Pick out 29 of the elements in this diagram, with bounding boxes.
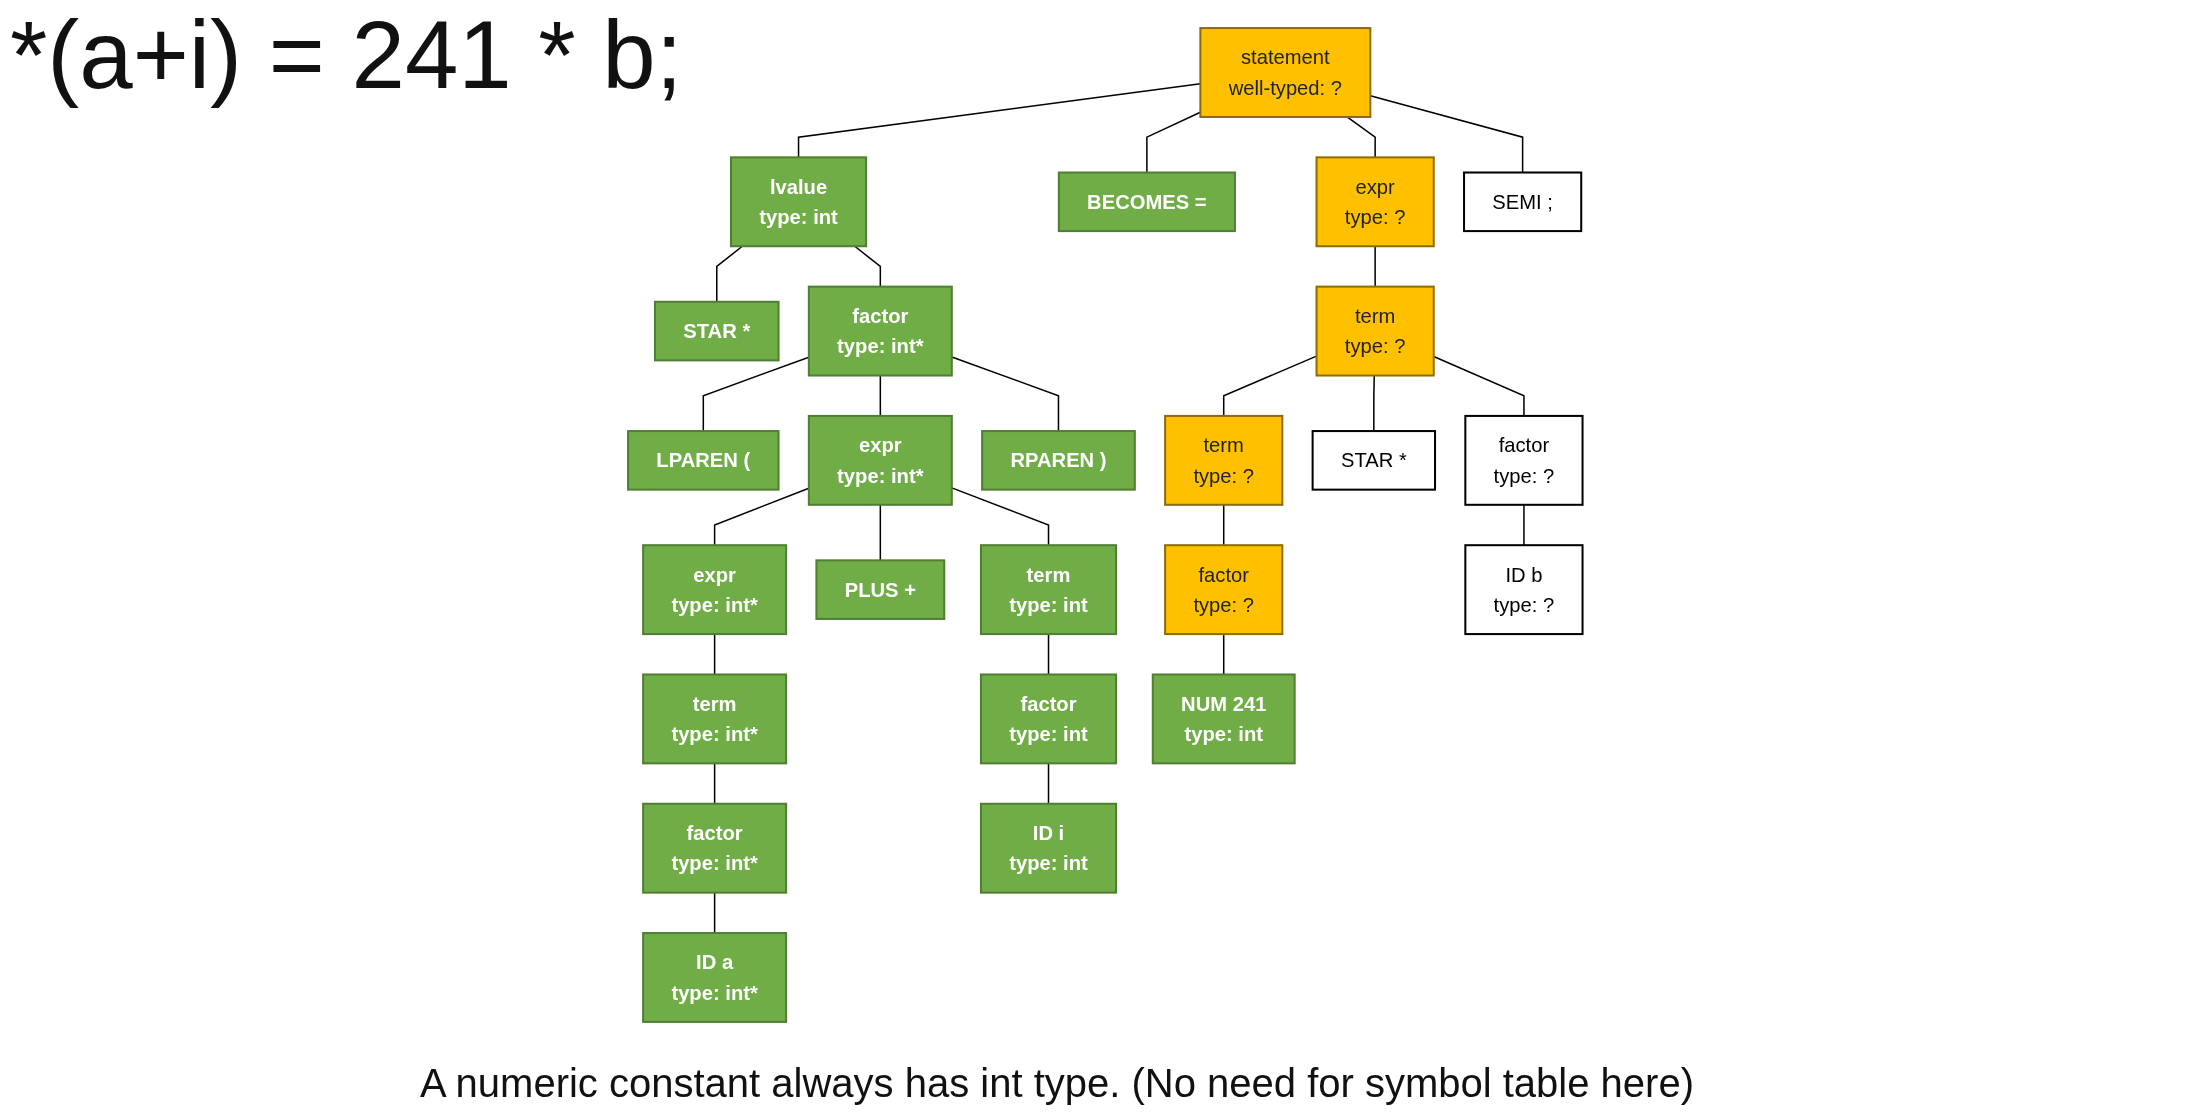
node-box: LPAREN ( [626, 430, 780, 491]
node-box: factor type: ? [1163, 544, 1283, 636]
node-box: expr type: ? [1315, 156, 1435, 248]
node-box: PLUS + [815, 559, 945, 620]
node-box: BECOMES = [1057, 171, 1236, 233]
node-box: STAR * [1311, 430, 1436, 491]
node-box: RPAREN ) [980, 430, 1136, 491]
node-box: expr type: int* [641, 544, 787, 636]
node-box: term type: int [979, 544, 1117, 636]
node-box: factor type: int* [807, 285, 953, 377]
node-box: ID a type: int* [641, 932, 787, 1023]
node-box: term type: ? [1163, 414, 1283, 506]
node-box: SEMI ; [1462, 171, 1582, 233]
node-box: ID i type: int [979, 802, 1117, 894]
node-box: NUM 241 type: int [1151, 673, 1296, 765]
node-box: factor type: int* [641, 802, 787, 894]
node-box: term type: int* [641, 673, 787, 765]
node-box: lvalue type: int [729, 156, 867, 248]
node-box: STAR * [653, 300, 780, 362]
node-box: factor type: ? [1464, 414, 1584, 506]
connector [1522, 504, 1525, 546]
connector [1222, 504, 1225, 546]
node-box: ID b type: ? [1464, 544, 1584, 636]
node-box: term type: ? [1315, 285, 1435, 377]
caption: A numeric constant always has int type. (No need for symbol table here) [420, 1061, 1694, 1106]
node-box: expr type: int* [807, 414, 953, 506]
node-box: factor type: int [979, 673, 1117, 765]
node-box: statement well-typed: ? [1199, 27, 1372, 118]
title: *(a+i) = 241 * b; [10, 0, 683, 110]
